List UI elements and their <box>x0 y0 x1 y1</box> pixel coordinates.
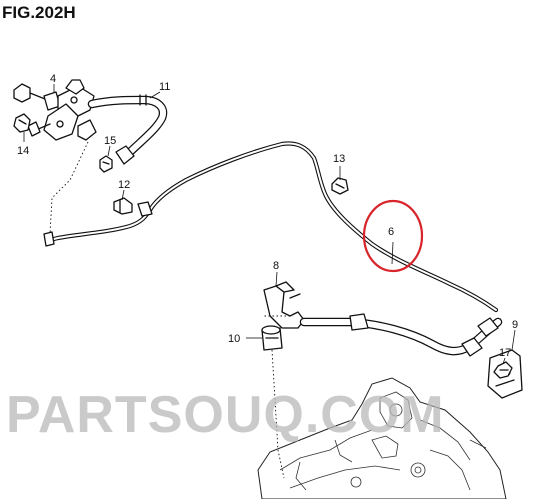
callout-12: 12 <box>118 179 130 191</box>
nut-14[interactable] <box>13 113 31 133</box>
callout-4: 4 <box>50 73 56 85</box>
elbow-fitting-hose[interactable] <box>263 281 503 357</box>
callout-10: 10 <box>228 333 240 345</box>
callout-numbers: 4 11 14 15 13 12 6 8 9 10 17 <box>17 73 518 359</box>
callout-13: 13 <box>333 153 345 165</box>
callout-17: 17 <box>499 347 511 359</box>
transmission-housing <box>257 377 507 499</box>
callout-15: 15 <box>104 135 116 147</box>
bolt-17[interactable] <box>493 361 513 379</box>
watermark-text: PARTSOUQ.COM <box>6 386 445 444</box>
clip-15[interactable] <box>99 155 113 173</box>
assembly-guide-lines <box>49 141 290 479</box>
callout-8: 8 <box>273 260 279 272</box>
part-6-highlight <box>362 199 424 273</box>
clutch-master-cylinder[interactable] <box>13 79 97 141</box>
figure-title: FIG.202H <box>2 3 76 22</box>
callout-14: 14 <box>17 145 29 157</box>
clip-13[interactable] <box>331 177 349 195</box>
connector-10[interactable] <box>261 325 283 351</box>
callout-6: 6 <box>388 226 394 238</box>
reservoir-hose[interactable] <box>87 94 168 165</box>
leader-lines <box>23 84 516 365</box>
callout-11: 11 <box>159 81 170 93</box>
clip-12[interactable] <box>113 197 133 215</box>
callout-9: 9 <box>512 319 518 331</box>
